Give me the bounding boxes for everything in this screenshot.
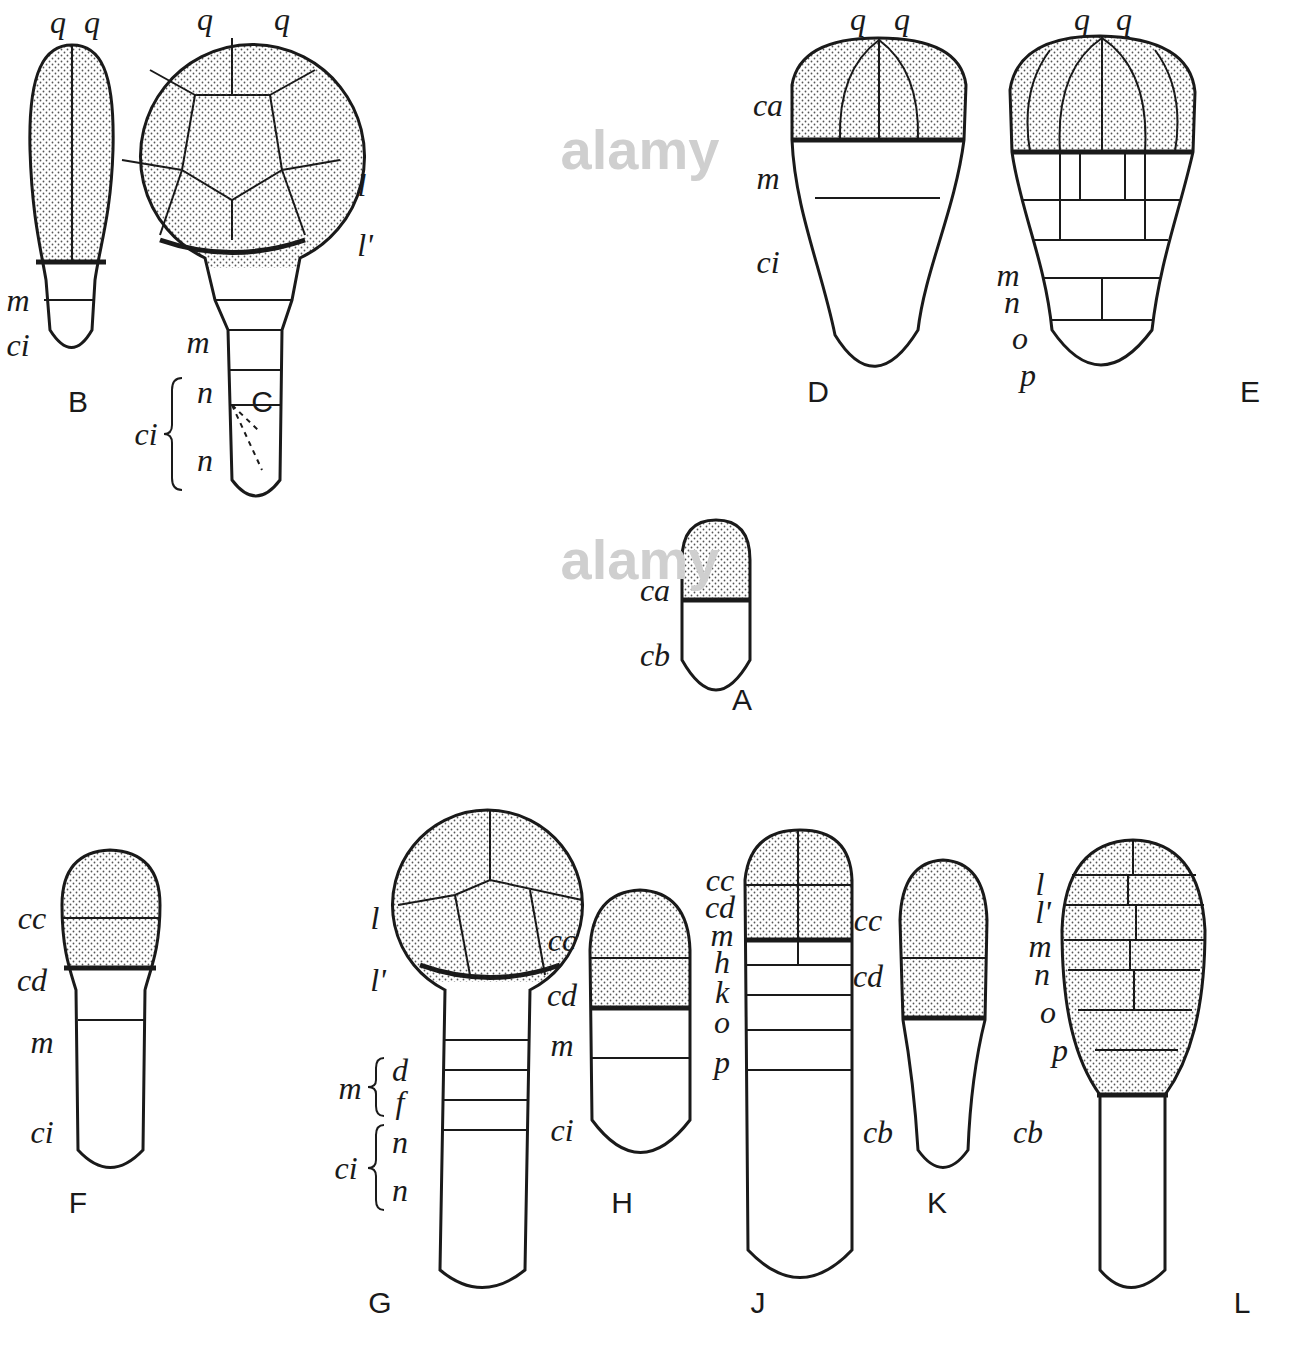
part-letter: o [714, 1006, 730, 1038]
part-letter: d [392, 1054, 408, 1086]
part-letter: m [6, 284, 29, 316]
part-letter: cd [547, 979, 577, 1011]
stippled-proembryo [0, 0, 1300, 1095]
part-letter: m [30, 1026, 53, 1058]
part-letter: o [1040, 996, 1056, 1028]
part-letter: ci [334, 1152, 357, 1184]
figure-letter: E [1240, 377, 1260, 407]
part-letter: ci [6, 329, 29, 361]
figure-letter: K [927, 1188, 947, 1218]
part-letter: cc [854, 904, 882, 936]
part-letter: n [1034, 958, 1050, 990]
part-letter: m [756, 162, 779, 194]
part-letter: cc [18, 902, 46, 934]
part-letter: cb [863, 1116, 893, 1148]
figure-letter: B [68, 387, 88, 417]
part-letter: cb [640, 639, 670, 671]
figure-letter: D [807, 377, 829, 407]
part-letter: l [371, 902, 380, 934]
figure-letter: L [1234, 1288, 1251, 1318]
part-letter: k [715, 976, 729, 1008]
part-letter: f [396, 1086, 405, 1118]
part-letter: q [850, 3, 866, 35]
part-letter: q [1116, 3, 1132, 35]
figure-letter: A [732, 685, 752, 715]
part-letter: l' [1035, 896, 1051, 928]
part-letter: ci [134, 418, 157, 450]
figure-letter: J [751, 1288, 766, 1318]
part-letter: m [550, 1029, 573, 1061]
part-letter: q [274, 3, 290, 35]
part-letter: n [197, 376, 213, 408]
bracket [164, 378, 384, 1210]
embryo-outline [30, 36, 1205, 1288]
part-letter: ci [550, 1114, 573, 1146]
part-letter: n [392, 1174, 408, 1206]
part-letter: p [1020, 359, 1036, 391]
part-letter: q [894, 3, 910, 35]
watermark: alamy [561, 532, 720, 588]
part-letter: l' [357, 229, 373, 261]
part-letter: l [358, 169, 367, 201]
part-letter: ca [753, 89, 783, 121]
part-letter: cd [853, 960, 883, 992]
part-letter: n [392, 1126, 408, 1158]
part-letter: p [714, 1046, 730, 1078]
part-letter: n [197, 444, 213, 476]
cell-wall [44, 36, 1204, 1130]
boundary-wall [36, 140, 1193, 1095]
part-letter: q [84, 6, 100, 38]
part-letter: m [186, 326, 209, 358]
part-letter: p [1052, 1034, 1068, 1066]
part-letter: o [1012, 322, 1028, 354]
watermark: alamy [561, 122, 720, 178]
part-letter: l' [370, 964, 386, 996]
figure-letter: H [611, 1188, 633, 1218]
part-letter: q [50, 6, 66, 38]
part-letter: n [1004, 286, 1020, 318]
part-letter: ci [30, 1116, 53, 1148]
part-letter: cb [1013, 1116, 1043, 1148]
part-letter: q [1074, 3, 1090, 35]
part-letter: h [714, 946, 730, 978]
part-letter: cd [17, 964, 47, 996]
figure-letter: F [69, 1188, 87, 1218]
part-letter: cc [548, 924, 576, 956]
part-letter: q [197, 3, 213, 35]
part-letter: m [338, 1072, 361, 1104]
figure-letter: C [251, 387, 273, 417]
figure-letter: G [368, 1288, 391, 1318]
part-letter: ci [756, 246, 779, 278]
